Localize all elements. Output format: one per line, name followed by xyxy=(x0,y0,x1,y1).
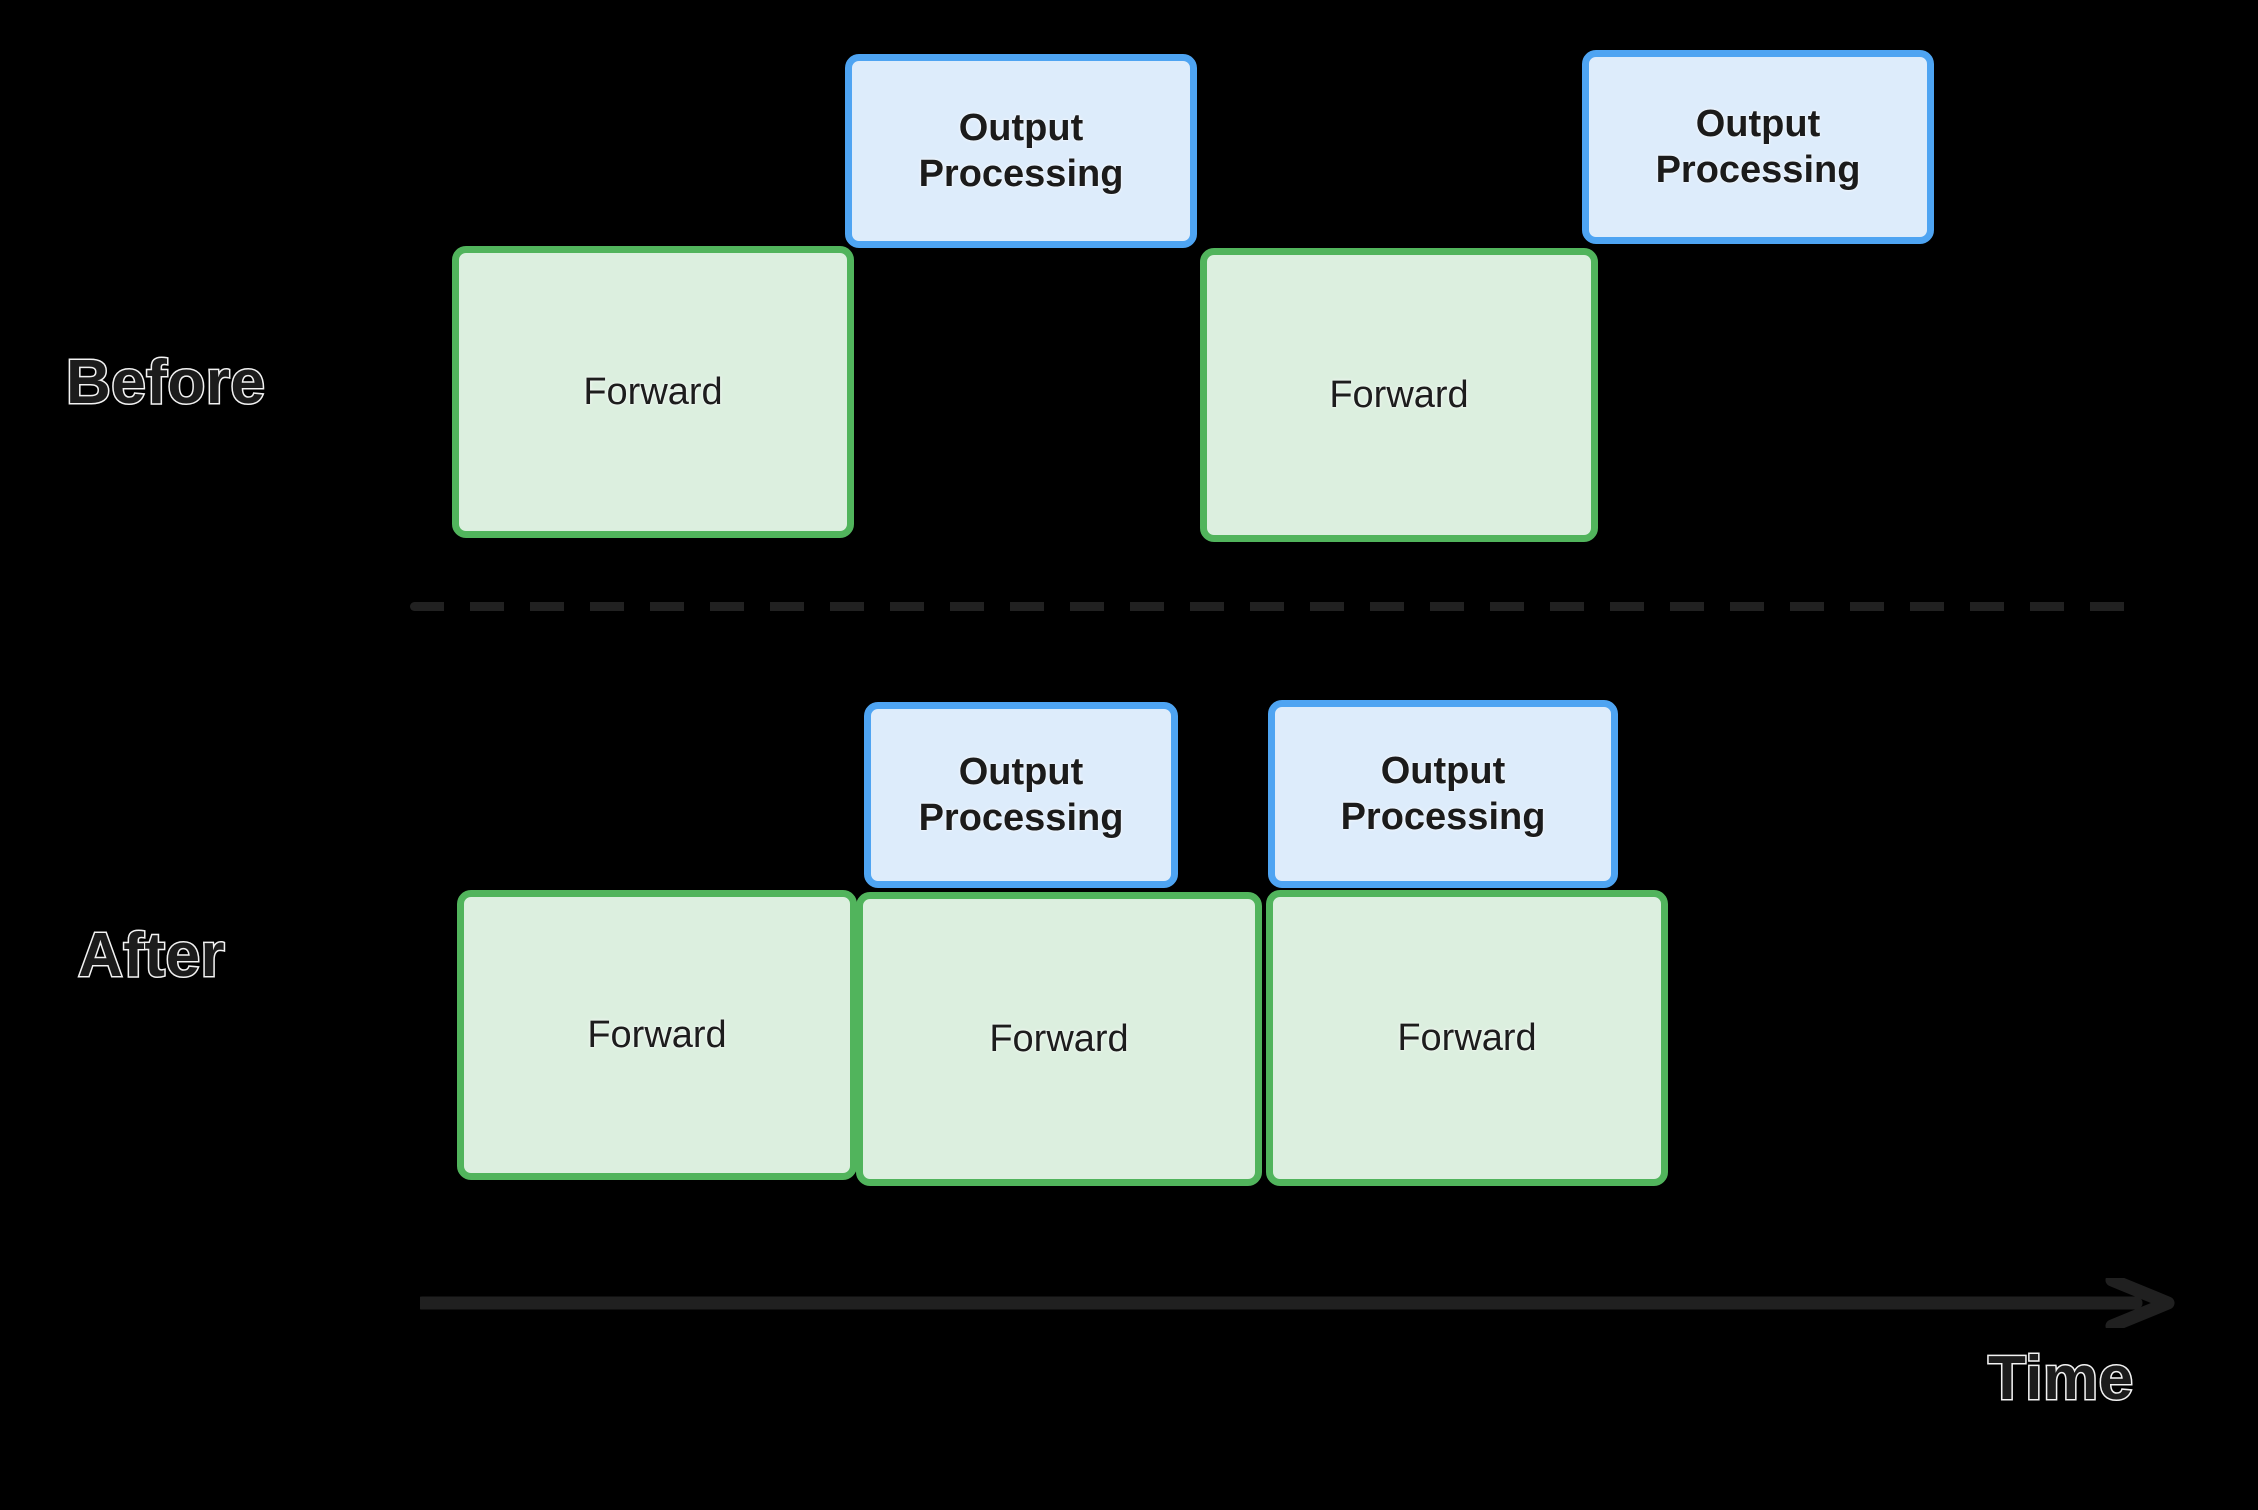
before-forward-block-1: Forward xyxy=(452,246,854,538)
before-forward-block-2: Forward xyxy=(1200,248,1598,542)
after-forward-block-1: Forward xyxy=(457,890,857,1180)
before-output-block-1-line2: Processing xyxy=(918,153,1124,195)
time-axis xyxy=(420,1278,2180,1328)
after-forward-block-1-label: Forward xyxy=(587,1013,727,1056)
section-divider xyxy=(410,602,2135,611)
after-output-block-1-text: Output Processing xyxy=(919,749,1124,842)
after-forward-block-3: Forward xyxy=(1266,890,1668,1186)
after-forward-block-3-label: Forward xyxy=(1397,1016,1537,1059)
time-axis-label: Time xyxy=(1987,1344,2135,1413)
row-label-before: Before xyxy=(64,348,266,417)
before-output-block-2-line1: Output xyxy=(1695,102,1821,145)
after-output-block-2: Output Processing xyxy=(1268,700,1618,888)
time-arrow-icon xyxy=(420,1278,2175,1328)
before-forward-block-2-label: Forward xyxy=(1329,373,1469,416)
after-output-block-1-line1: Output xyxy=(958,750,1084,793)
before-output-block-2-line2: Processing xyxy=(1655,149,1861,191)
after-output-block-1: Output Processing xyxy=(864,702,1178,888)
after-forward-block-2: Forward xyxy=(856,892,1262,1186)
before-output-block-2-text: Output Processing xyxy=(1656,101,1861,194)
after-forward-block-2-label: Forward xyxy=(989,1017,1129,1060)
before-output-block-1-line1: Output xyxy=(958,106,1084,149)
before-output-block-1-text: Output Processing xyxy=(919,105,1124,198)
after-output-block-1-line2: Processing xyxy=(918,797,1124,839)
after-output-block-2-text: Output Processing xyxy=(1341,748,1546,841)
after-output-block-2-line1: Output xyxy=(1380,749,1506,792)
before-output-block-1: Output Processing xyxy=(845,54,1197,248)
before-forward-block-1-label: Forward xyxy=(583,370,723,413)
before-output-block-2: Output Processing xyxy=(1582,50,1934,244)
row-label-after: After xyxy=(76,921,226,990)
after-output-block-2-line2: Processing xyxy=(1340,796,1546,838)
